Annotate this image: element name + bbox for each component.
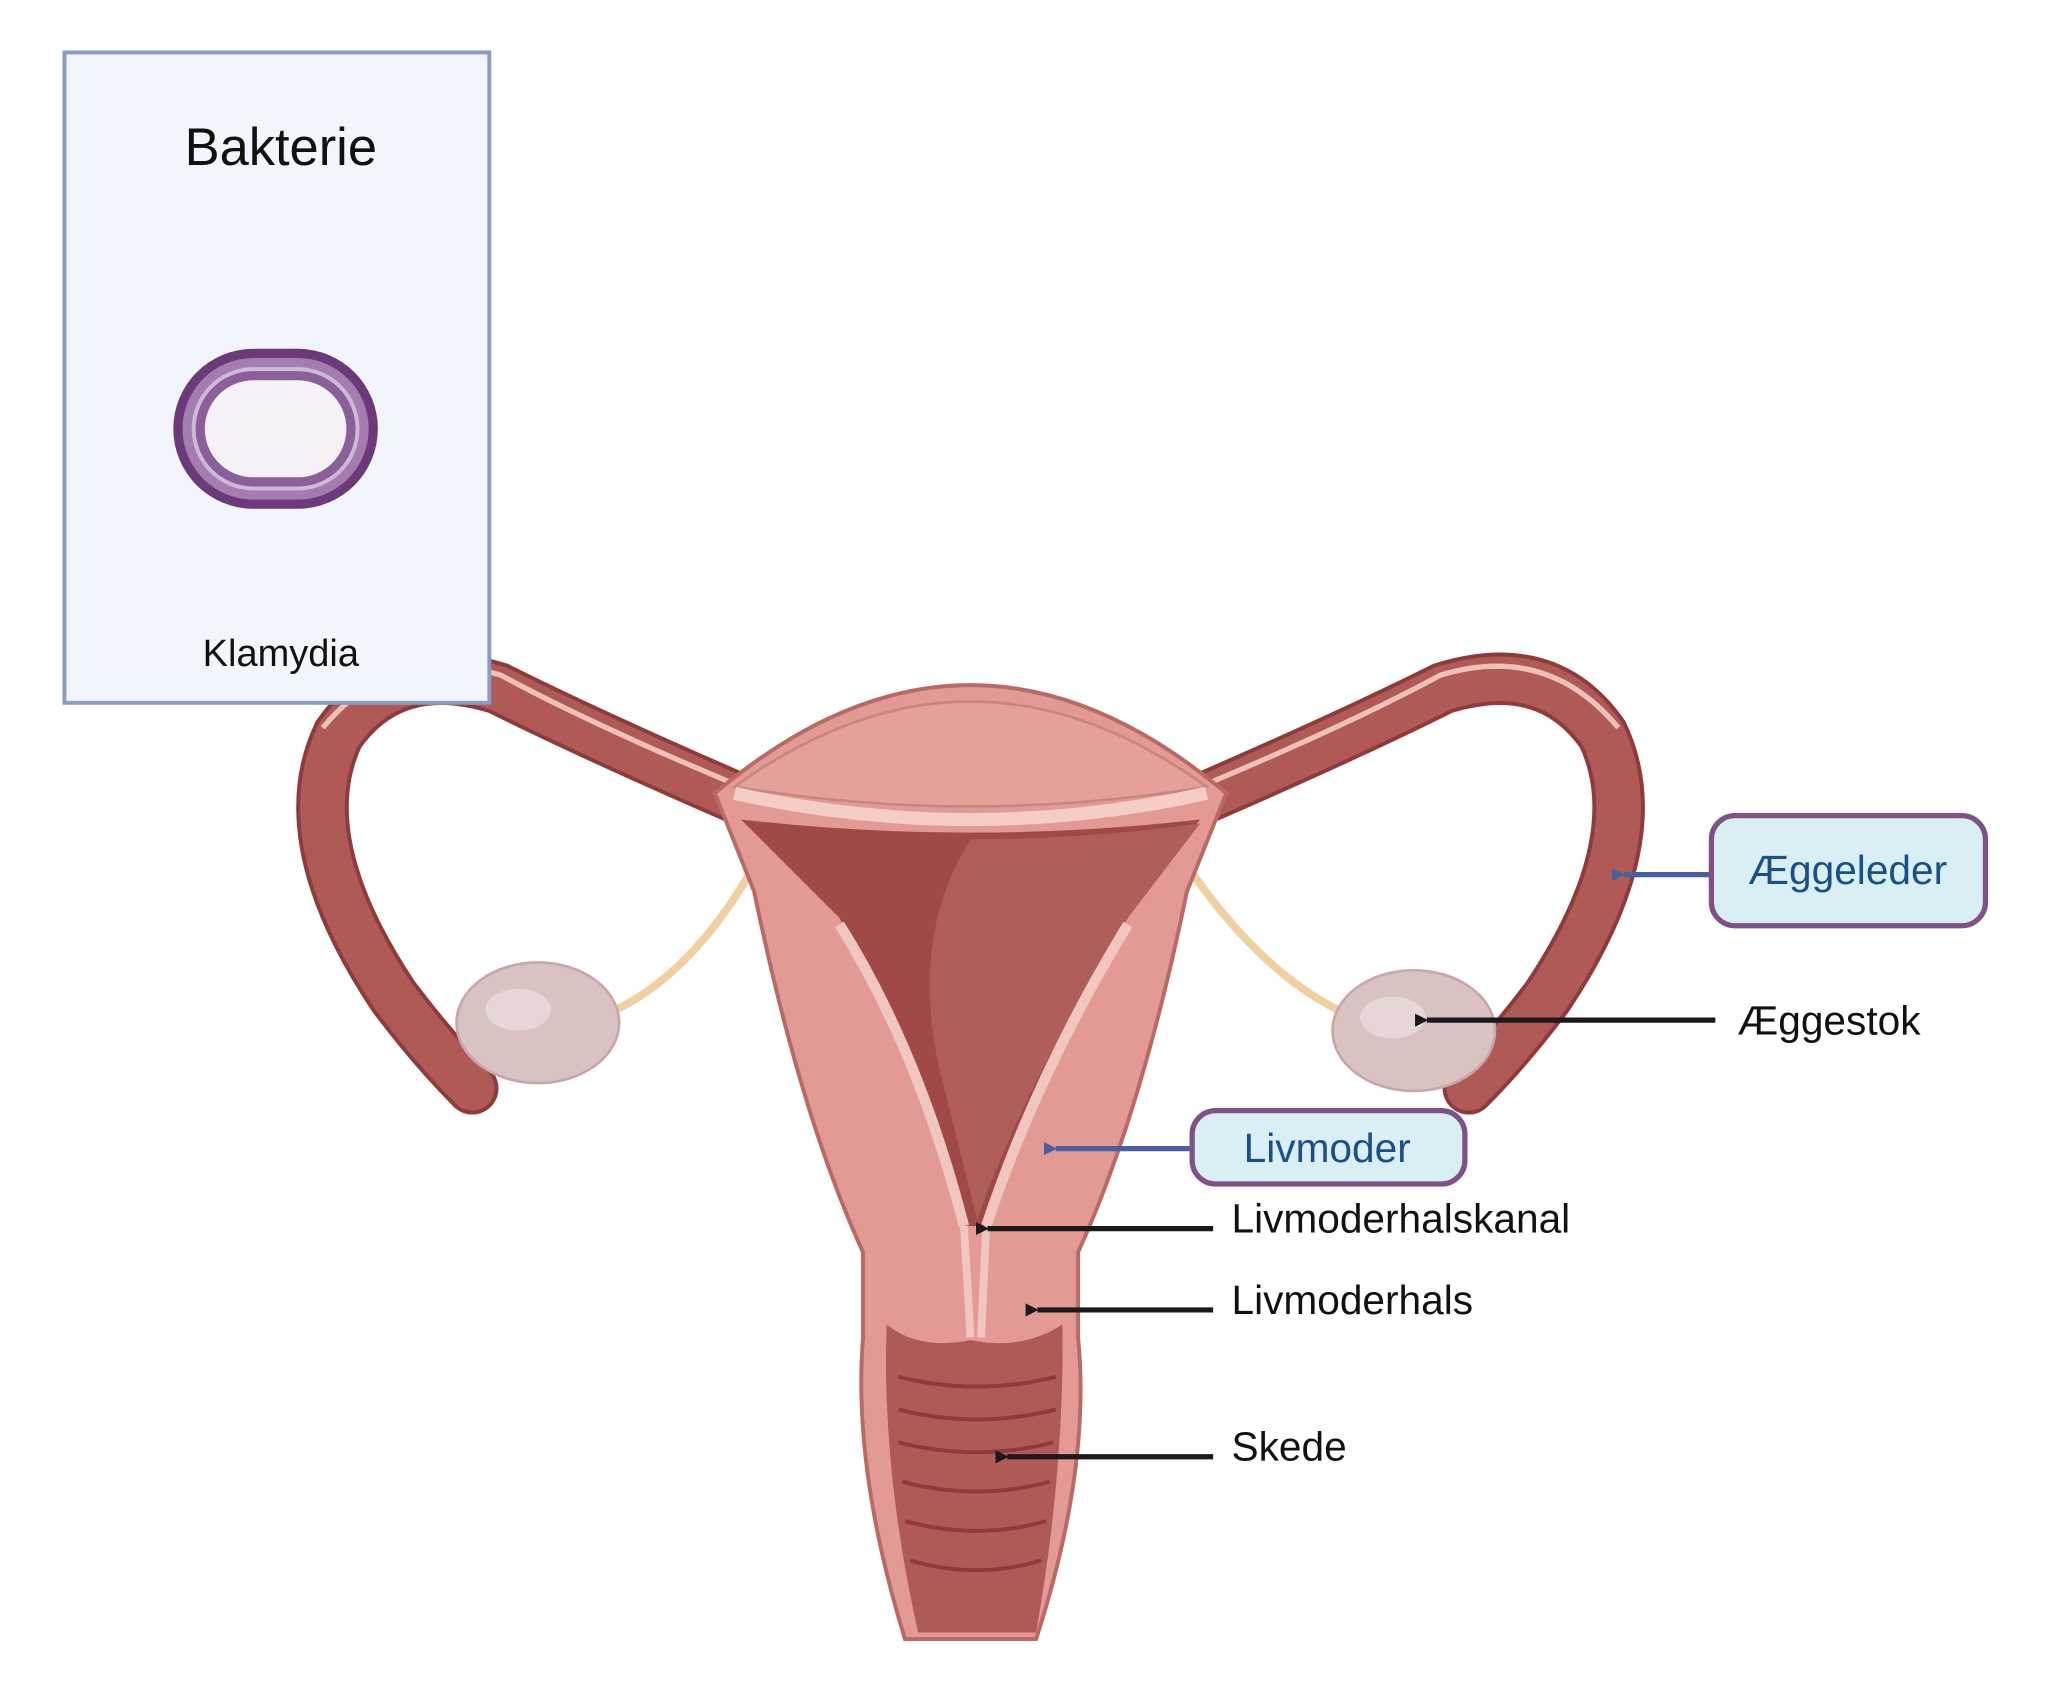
left-ovary-highlight (485, 988, 551, 1031)
fallopian-tube-label: Æggeleder (1748, 847, 1947, 893)
ovary-label: Æggestok (1738, 998, 1922, 1044)
uterus-label: Livmoder (1244, 1125, 1411, 1171)
label-ovary: Æggestok (1415, 998, 1922, 1044)
label-fallopian-tube: Æggeleder (1611, 812, 1989, 929)
chlamydia-bacterium-icon (173, 348, 378, 509)
label-vagina: Skede (995, 1424, 1347, 1470)
label-cervix: Livmoderhals (1025, 1277, 1473, 1323)
inset-title: Bakterie (185, 119, 377, 177)
right-ovarian-ligament (1183, 863, 1340, 1014)
right-fallopian-tube (1173, 652, 1645, 1115)
uterus (712, 683, 1229, 1642)
vagina-label: Skede (1231, 1424, 1346, 1470)
vagina (885, 1324, 1063, 1633)
label-uterus: Livmoder (1043, 1108, 1468, 1187)
inset-organism-label: Klamydia (203, 633, 360, 675)
right-ovary-highlight (1359, 996, 1426, 1039)
left-ovarian-ligament (614, 863, 758, 1014)
bacteria-inset: Bakterie Klamydia (62, 50, 492, 705)
label-cervical-canal: Livmoderhalskanal (975, 1196, 1570, 1242)
cervix-label: Livmoderhals (1231, 1277, 1473, 1323)
cervical-canal-label: Livmoderhalskanal (1231, 1196, 1570, 1242)
